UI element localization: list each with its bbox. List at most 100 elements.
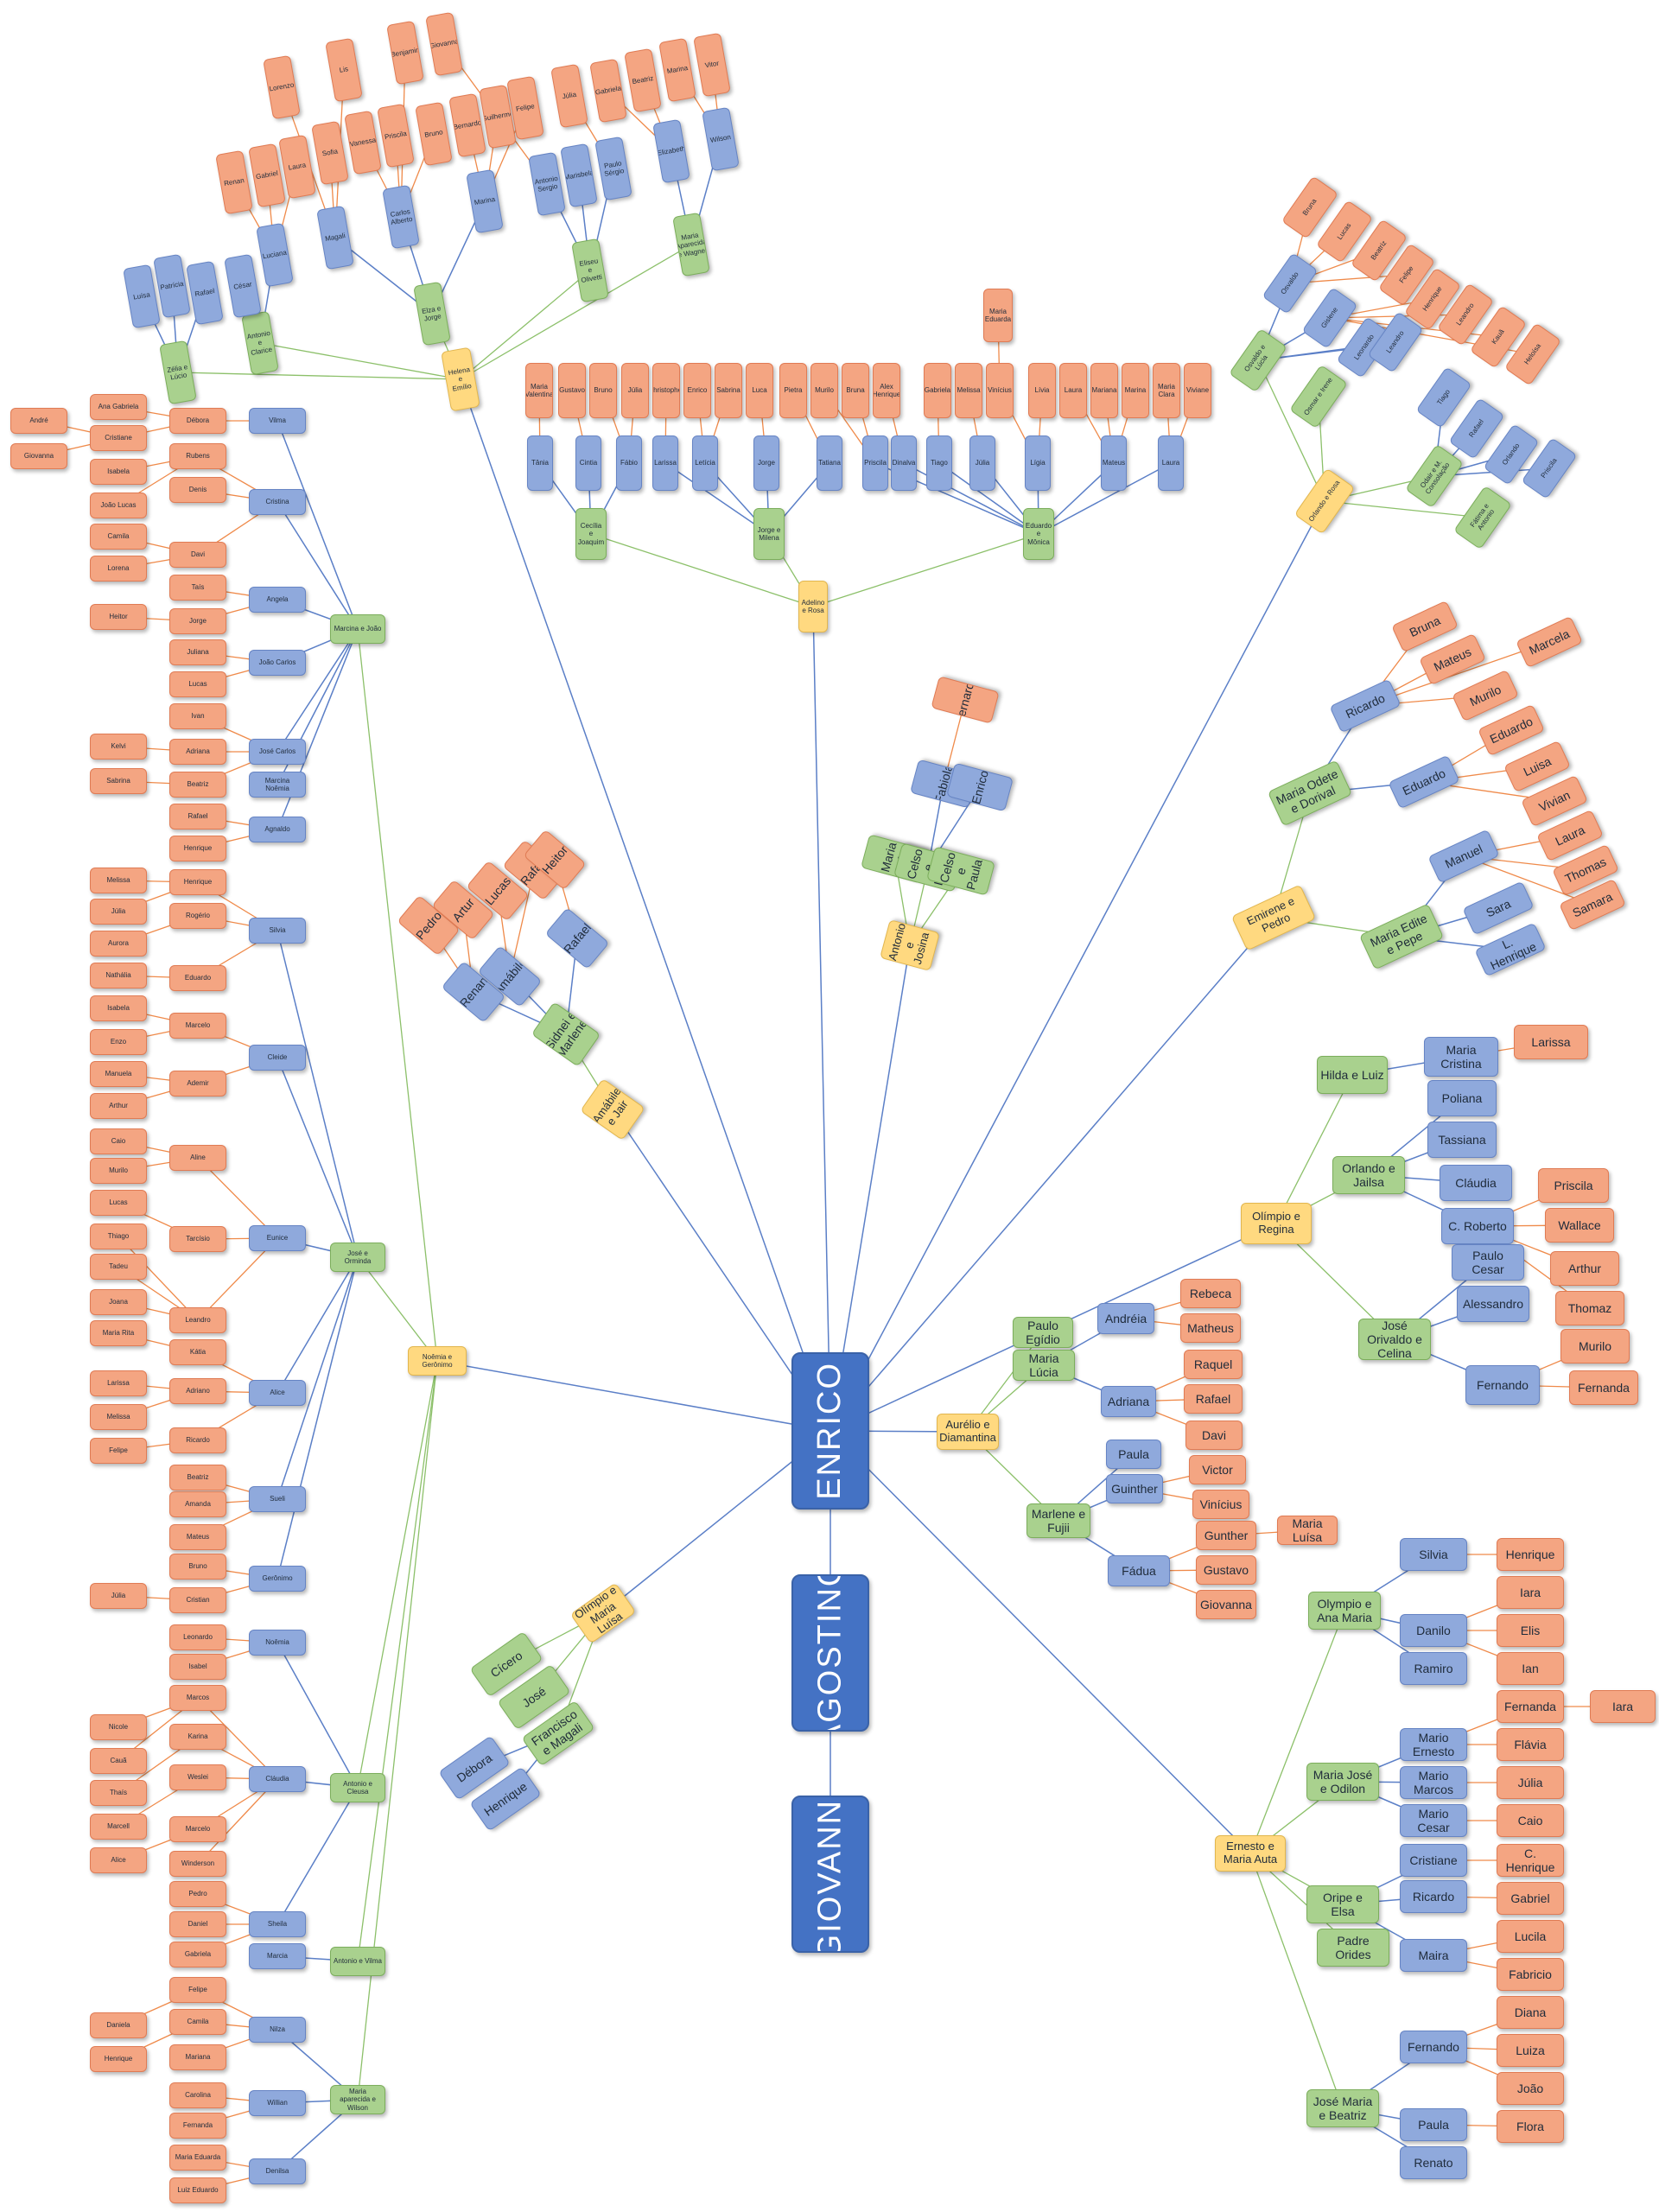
person-maria-eduarda: Maria Eduarda <box>983 289 1013 342</box>
person-label: José Maria e Beatriz <box>1313 2094 1373 2122</box>
person-iara: Iara <box>1497 1576 1564 1609</box>
person-fernando: Fernando <box>1465 1365 1540 1405</box>
person-gunther: Gunther <box>1196 1521 1256 1550</box>
connector-line <box>812 533 1039 607</box>
person-label: Vinícius <box>988 386 1012 395</box>
person-label: João <box>1516 2081 1544 2095</box>
person-label: Ricardo <box>186 1436 210 1445</box>
person-cristiane: Cristiane <box>1400 1844 1467 1877</box>
person-nicole: Nicole <box>90 1714 147 1740</box>
person-luiza: Luiza <box>1497 2034 1564 2067</box>
connector-line <box>1249 1853 1344 2109</box>
person-agnaldo: Agnaldo <box>249 817 306 842</box>
person-maira: Maira <box>1400 1939 1467 1972</box>
person-label: Sara <box>1484 896 1513 920</box>
person-label: Amanda <box>185 1500 211 1509</box>
person-arthur: Arthur <box>1550 1251 1619 1286</box>
person-gabriel: Gabriel <box>1497 1882 1564 1915</box>
connector-line <box>197 1237 278 1321</box>
person-label: Andréia <box>1104 1311 1147 1325</box>
person-rafael: Rafael <box>169 804 226 830</box>
person-label: Ademir <box>187 1079 209 1088</box>
person-sabrina: Sabrina <box>715 363 742 418</box>
connector-line <box>1275 1074 1353 1224</box>
connector-line <box>460 244 692 380</box>
connector-line <box>357 1360 438 1789</box>
person-label: Gunther <box>1204 1528 1249 1542</box>
person-label: Maria Clara <box>1157 382 1175 398</box>
person-label: Lis <box>339 65 349 75</box>
person-label: Cintia <box>579 459 598 467</box>
person-maria-aparecida-e-wilson: Maria aparecida e Wilson <box>330 2085 385 2114</box>
person-weslei: Weslei <box>169 1764 226 1790</box>
person-marcia: Marcia <box>249 1943 306 1969</box>
person-label: Agnaldo <box>264 825 290 834</box>
person-label: Murilo <box>109 1166 128 1175</box>
person-maria-rita: Maria Rita <box>90 1320 147 1346</box>
person-label: Osvaldo <box>1279 270 1301 296</box>
person-label: Bruno <box>188 1562 207 1571</box>
person-davi: Davi <box>1185 1421 1243 1450</box>
person-label: Marina <box>666 64 689 76</box>
person-bruna: Bruna <box>842 363 869 418</box>
person-priscila: Priscila <box>862 435 888 491</box>
person-laura: Laura <box>1158 435 1184 491</box>
person-marcina-e-joao: Marcina e João <box>330 614 385 644</box>
connector-line <box>276 930 359 1258</box>
person-label: Bruno <box>423 128 444 140</box>
person-cleide: Cleide <box>249 1045 306 1071</box>
person-label: Felipe <box>1397 264 1415 285</box>
person-label: Marcelo <box>185 1825 211 1834</box>
connector-line <box>177 372 461 380</box>
person-paula: Paula <box>1400 2108 1467 2141</box>
person-label: Vitor <box>704 60 720 70</box>
person-label: Weslei <box>188 1773 208 1782</box>
person-label: Felipe <box>188 1986 207 1994</box>
person-label: Cristina <box>265 498 289 506</box>
person-label: Lorenzo <box>268 80 296 93</box>
person-label: Sheila <box>267 1920 288 1929</box>
person-mariana: Mariana <box>1090 363 1118 418</box>
person-label: Cícero <box>487 1648 525 1681</box>
person-oripe-e-elsa: Oripe e Elsa <box>1306 1885 1379 1923</box>
person-alex-henrique: Alex Henrique <box>873 363 900 418</box>
person-label: Tânia <box>531 459 549 467</box>
person-alice: Alice <box>249 1380 306 1406</box>
person-label: Aline <box>190 1154 206 1162</box>
person-diana: Diana <box>1497 1996 1564 2029</box>
person-jorge: Jorge <box>169 608 226 634</box>
person-label: Silvia <box>1419 1547 1448 1561</box>
person-label: Eliseu e Olivetti <box>578 257 603 284</box>
person-label: Marisbela <box>563 168 594 182</box>
person-ian: Ian <box>1497 1652 1564 1685</box>
person-label: Vilma <box>269 416 286 425</box>
person-label: Gabriela <box>594 84 622 97</box>
person-lucas: Lucas <box>169 671 226 697</box>
person-viviane: Viviane <box>1184 363 1211 418</box>
person-fernanda: Fernanda <box>169 2113 226 2139</box>
person-label: Mario Marcos <box>1414 1768 1453 1796</box>
person-sheila: Sheila <box>249 1911 306 1937</box>
person-label: Carlos Alberto <box>390 207 414 227</box>
person-label: Thomaz <box>1567 1300 1612 1315</box>
person-label: Isabela <box>107 467 130 476</box>
person-label: Juliana <box>187 648 209 657</box>
person-label: Willian <box>267 2099 288 2107</box>
person-matheus: Matheus <box>1180 1313 1241 1343</box>
person-label: Paulo Egídio <box>1026 1318 1060 1346</box>
person-label: Giovanna <box>429 37 460 51</box>
person-antonio-e-vilma: Antonio e Vilma <box>330 1947 385 1976</box>
connector-line <box>938 462 1039 535</box>
person-raquel: Raquel <box>1184 1350 1243 1379</box>
person-adriana: Adriana <box>1101 1386 1156 1417</box>
person-andre: André <box>10 408 67 434</box>
person-ricardo: Ricardo <box>1400 1880 1467 1913</box>
person-marcelo: Marcelo <box>169 1816 226 1842</box>
person-label: Olympio e Ana Maria <box>1317 1596 1372 1624</box>
person-davi: Davi <box>169 542 226 568</box>
person-gabriela: Gabriela <box>169 1942 226 1967</box>
connector-line <box>664 462 770 535</box>
person-label: Gustavo <box>1203 1562 1249 1577</box>
person-label: Rafael <box>188 812 208 821</box>
person-enrico: Enrico <box>683 363 711 418</box>
